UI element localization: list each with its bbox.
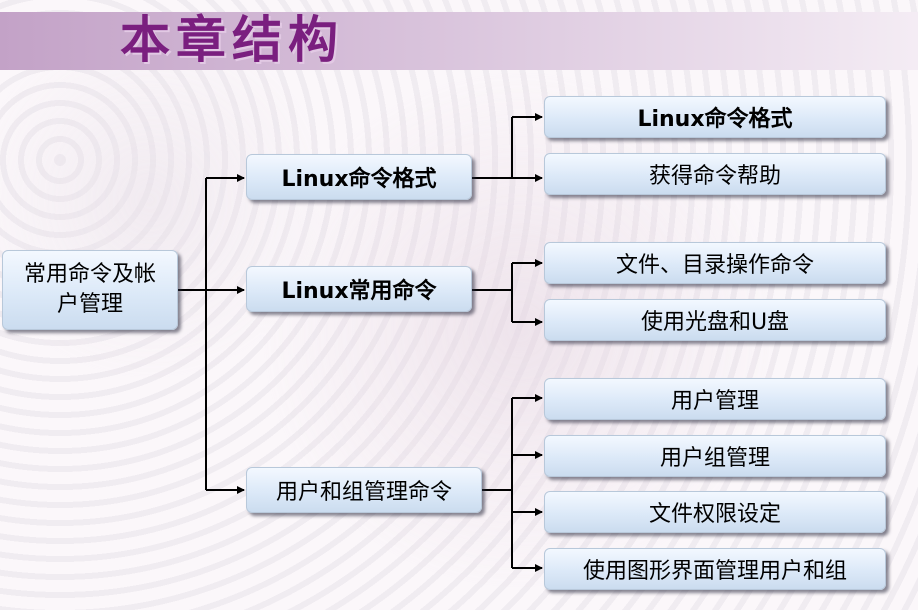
leaf-label: Linux命令格式 bbox=[637, 107, 793, 132]
leaf-label: 获得命令帮助 bbox=[648, 164, 781, 189]
leaf-gui-user-group-management: 使用图形界面管理用户和组 bbox=[544, 548, 886, 590]
node-linux-common-commands: Linux常用命令 bbox=[246, 266, 472, 312]
leaf-user-management: 用户管理 bbox=[544, 378, 886, 420]
node-label: Linux常用命令 bbox=[281, 279, 437, 304]
node-linux-command-format: Linux命令格式 bbox=[246, 154, 472, 200]
page-title: 本章结构 bbox=[120, 10, 344, 69]
leaf-linux-command-format: Linux命令格式 bbox=[544, 96, 886, 138]
root-node: 常用命令及帐 户管理 bbox=[2, 250, 178, 330]
leaf-group-management: 用户组管理 bbox=[544, 435, 886, 477]
leaf-file-permissions: 文件权限设定 bbox=[544, 491, 886, 533]
leaf-label: 使用光盘和U盘 bbox=[640, 310, 790, 335]
node-label: 用户和组管理命令 bbox=[275, 480, 452, 505]
leaf-label: 文件权限设定 bbox=[648, 502, 781, 527]
leaf-file-directory-commands: 文件、目录操作命令 bbox=[544, 242, 886, 284]
leaf-label: 文件、目录操作命令 bbox=[615, 253, 814, 278]
leaf-label: 用户组管理 bbox=[659, 446, 770, 471]
node-label: Linux命令格式 bbox=[281, 167, 437, 192]
leaf-label: 使用图形界面管理用户和组 bbox=[582, 559, 847, 584]
title-band bbox=[0, 12, 918, 70]
leaf-cdrom-usb: 使用光盘和U盘 bbox=[544, 299, 886, 341]
node-user-group-commands: 用户和组管理命令 bbox=[246, 467, 482, 513]
leaf-get-command-help: 获得命令帮助 bbox=[544, 153, 886, 195]
leaf-label: 用户管理 bbox=[670, 389, 759, 414]
root-node-label-line1: 常用命令及帐 bbox=[23, 262, 156, 287]
root-node-label-line2: 户管理 bbox=[56, 292, 123, 317]
